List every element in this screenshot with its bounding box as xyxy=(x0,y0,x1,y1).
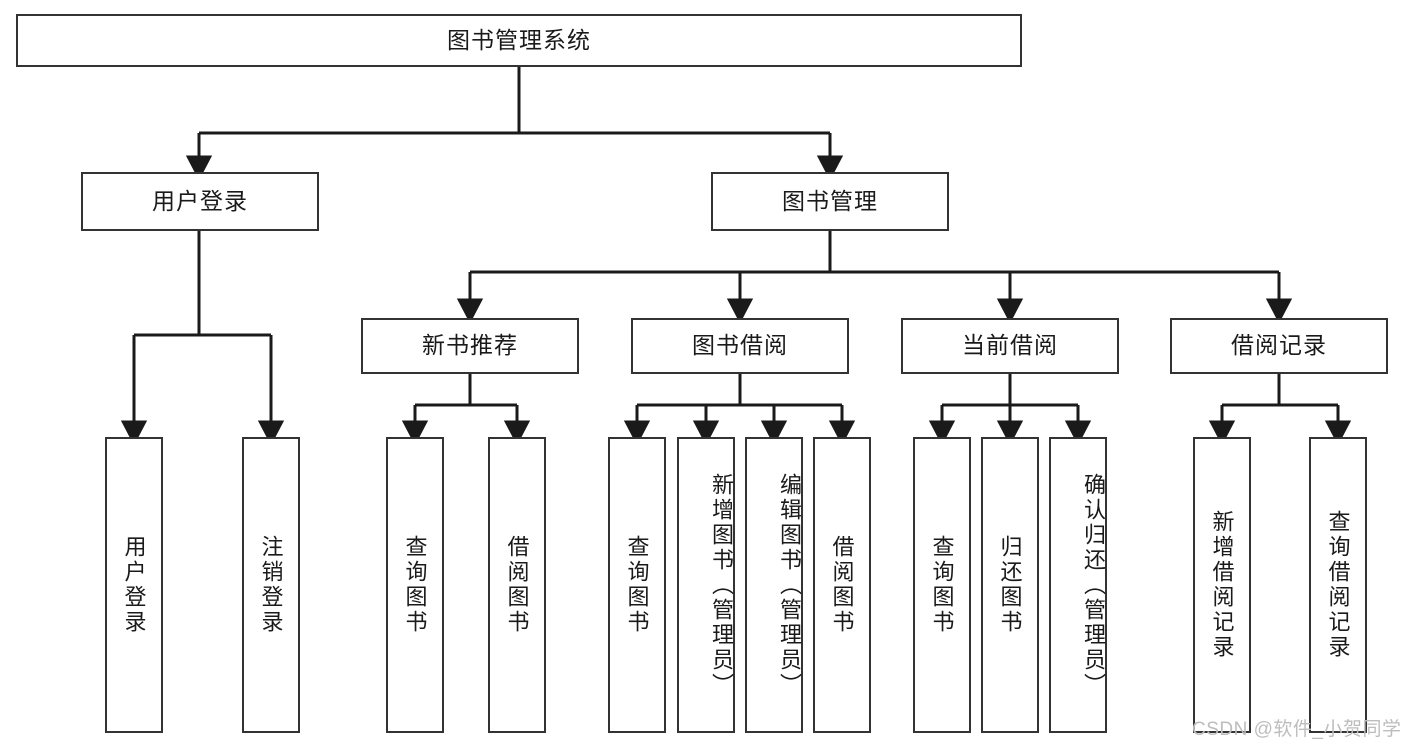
node-label: 编辑图书（管理员） xyxy=(777,472,802,698)
node-label: 归还图书 xyxy=(997,535,1023,635)
node-label: 新增借阅记录 xyxy=(1209,510,1235,660)
csdn-watermark: CSDN @软件_小贺同学 xyxy=(1192,714,1401,741)
node-label: 图书管理 xyxy=(782,187,878,214)
node-label: 查询图书 xyxy=(624,535,650,635)
node-label: 查询借阅记录 xyxy=(1325,510,1351,660)
node-user-login[interactable]: 用户登录 xyxy=(81,172,319,231)
node-leaf-add-book-admin[interactable]: 新增图书（管理员） xyxy=(677,437,735,733)
node-label: 查询图书 xyxy=(402,535,428,635)
node-leaf-user-login[interactable]: 用户登录 xyxy=(105,437,163,733)
node-leaf-logout[interactable]: 注销登录 xyxy=(242,437,300,733)
node-label: 借阅记录 xyxy=(1231,332,1327,359)
node-label: 注销登录 xyxy=(258,535,284,635)
node-leaf-query-book-recommend[interactable]: 查询图书 xyxy=(386,437,444,733)
node-current-borrow[interactable]: 当前借阅 xyxy=(901,318,1119,374)
node-label: 新书推荐 xyxy=(422,332,518,359)
node-label: 图书借阅 xyxy=(692,332,788,359)
node-leaf-query-borrow-record[interactable]: 查询借阅记录 xyxy=(1309,437,1367,733)
node-label: 借阅图书 xyxy=(829,535,855,635)
node-label: 查询图书 xyxy=(929,535,955,635)
watermark-text: CSDN @软件_小贺同学 xyxy=(1192,719,1402,740)
node-leaf-return-book[interactable]: 归还图书 xyxy=(981,437,1039,733)
node-label: 新增图书（管理员） xyxy=(709,472,734,698)
node-label: 确认归还（管理员） xyxy=(1081,472,1106,698)
node-leaf-query-book-current[interactable]: 查询图书 xyxy=(913,437,971,733)
node-root-book-management-system[interactable]: 图书管理系统 xyxy=(16,14,1022,67)
node-leaf-borrow-book-recommend[interactable]: 借阅图书 xyxy=(488,437,546,733)
node-label: 用户登录 xyxy=(152,187,248,214)
node-borrow-record[interactable]: 借阅记录 xyxy=(1170,318,1388,374)
node-label: 借阅图书 xyxy=(504,535,530,635)
node-label: 用户登录 xyxy=(121,535,147,635)
node-leaf-add-borrow-record[interactable]: 新增借阅记录 xyxy=(1193,437,1251,733)
node-label: 当前借阅 xyxy=(962,332,1058,359)
node-book-borrow[interactable]: 图书借阅 xyxy=(631,318,849,374)
node-label: 图书管理系统 xyxy=(447,26,591,53)
node-leaf-confirm-return-admin[interactable]: 确认归还（管理员） xyxy=(1049,437,1107,733)
node-new-book-recommend[interactable]: 新书推荐 xyxy=(361,318,579,374)
node-leaf-query-book-borrow[interactable]: 查询图书 xyxy=(608,437,666,733)
node-leaf-borrow-book[interactable]: 借阅图书 xyxy=(813,437,871,733)
node-leaf-edit-book-admin[interactable]: 编辑图书（管理员） xyxy=(745,437,803,733)
node-book-management[interactable]: 图书管理 xyxy=(711,172,949,231)
